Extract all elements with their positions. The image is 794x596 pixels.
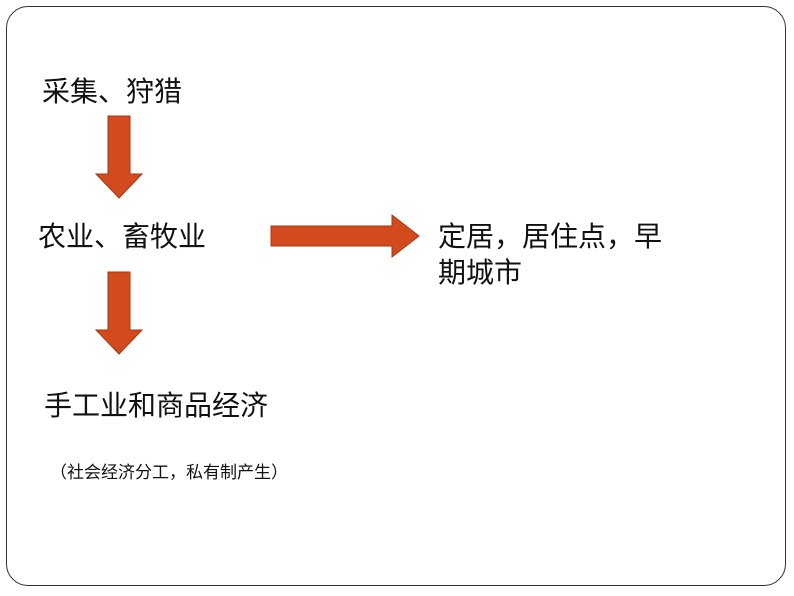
node-gathering-hunting: 采集、狩猎 xyxy=(42,75,183,108)
node-agriculture-husbandry: 农业、畜牧业 xyxy=(38,220,207,253)
arrow-right xyxy=(270,213,420,259)
arrow-down-1 xyxy=(94,115,144,199)
arrow-down-2 xyxy=(94,271,144,355)
slide-frame xyxy=(6,6,786,586)
node-settlement: 定居，居住点，早期城市 xyxy=(438,220,663,289)
note-division-of-labor: （社会经济分工，私有制产生） xyxy=(50,463,288,483)
node-handicraft-commodity: 手工业和商品经济 xyxy=(44,389,269,422)
